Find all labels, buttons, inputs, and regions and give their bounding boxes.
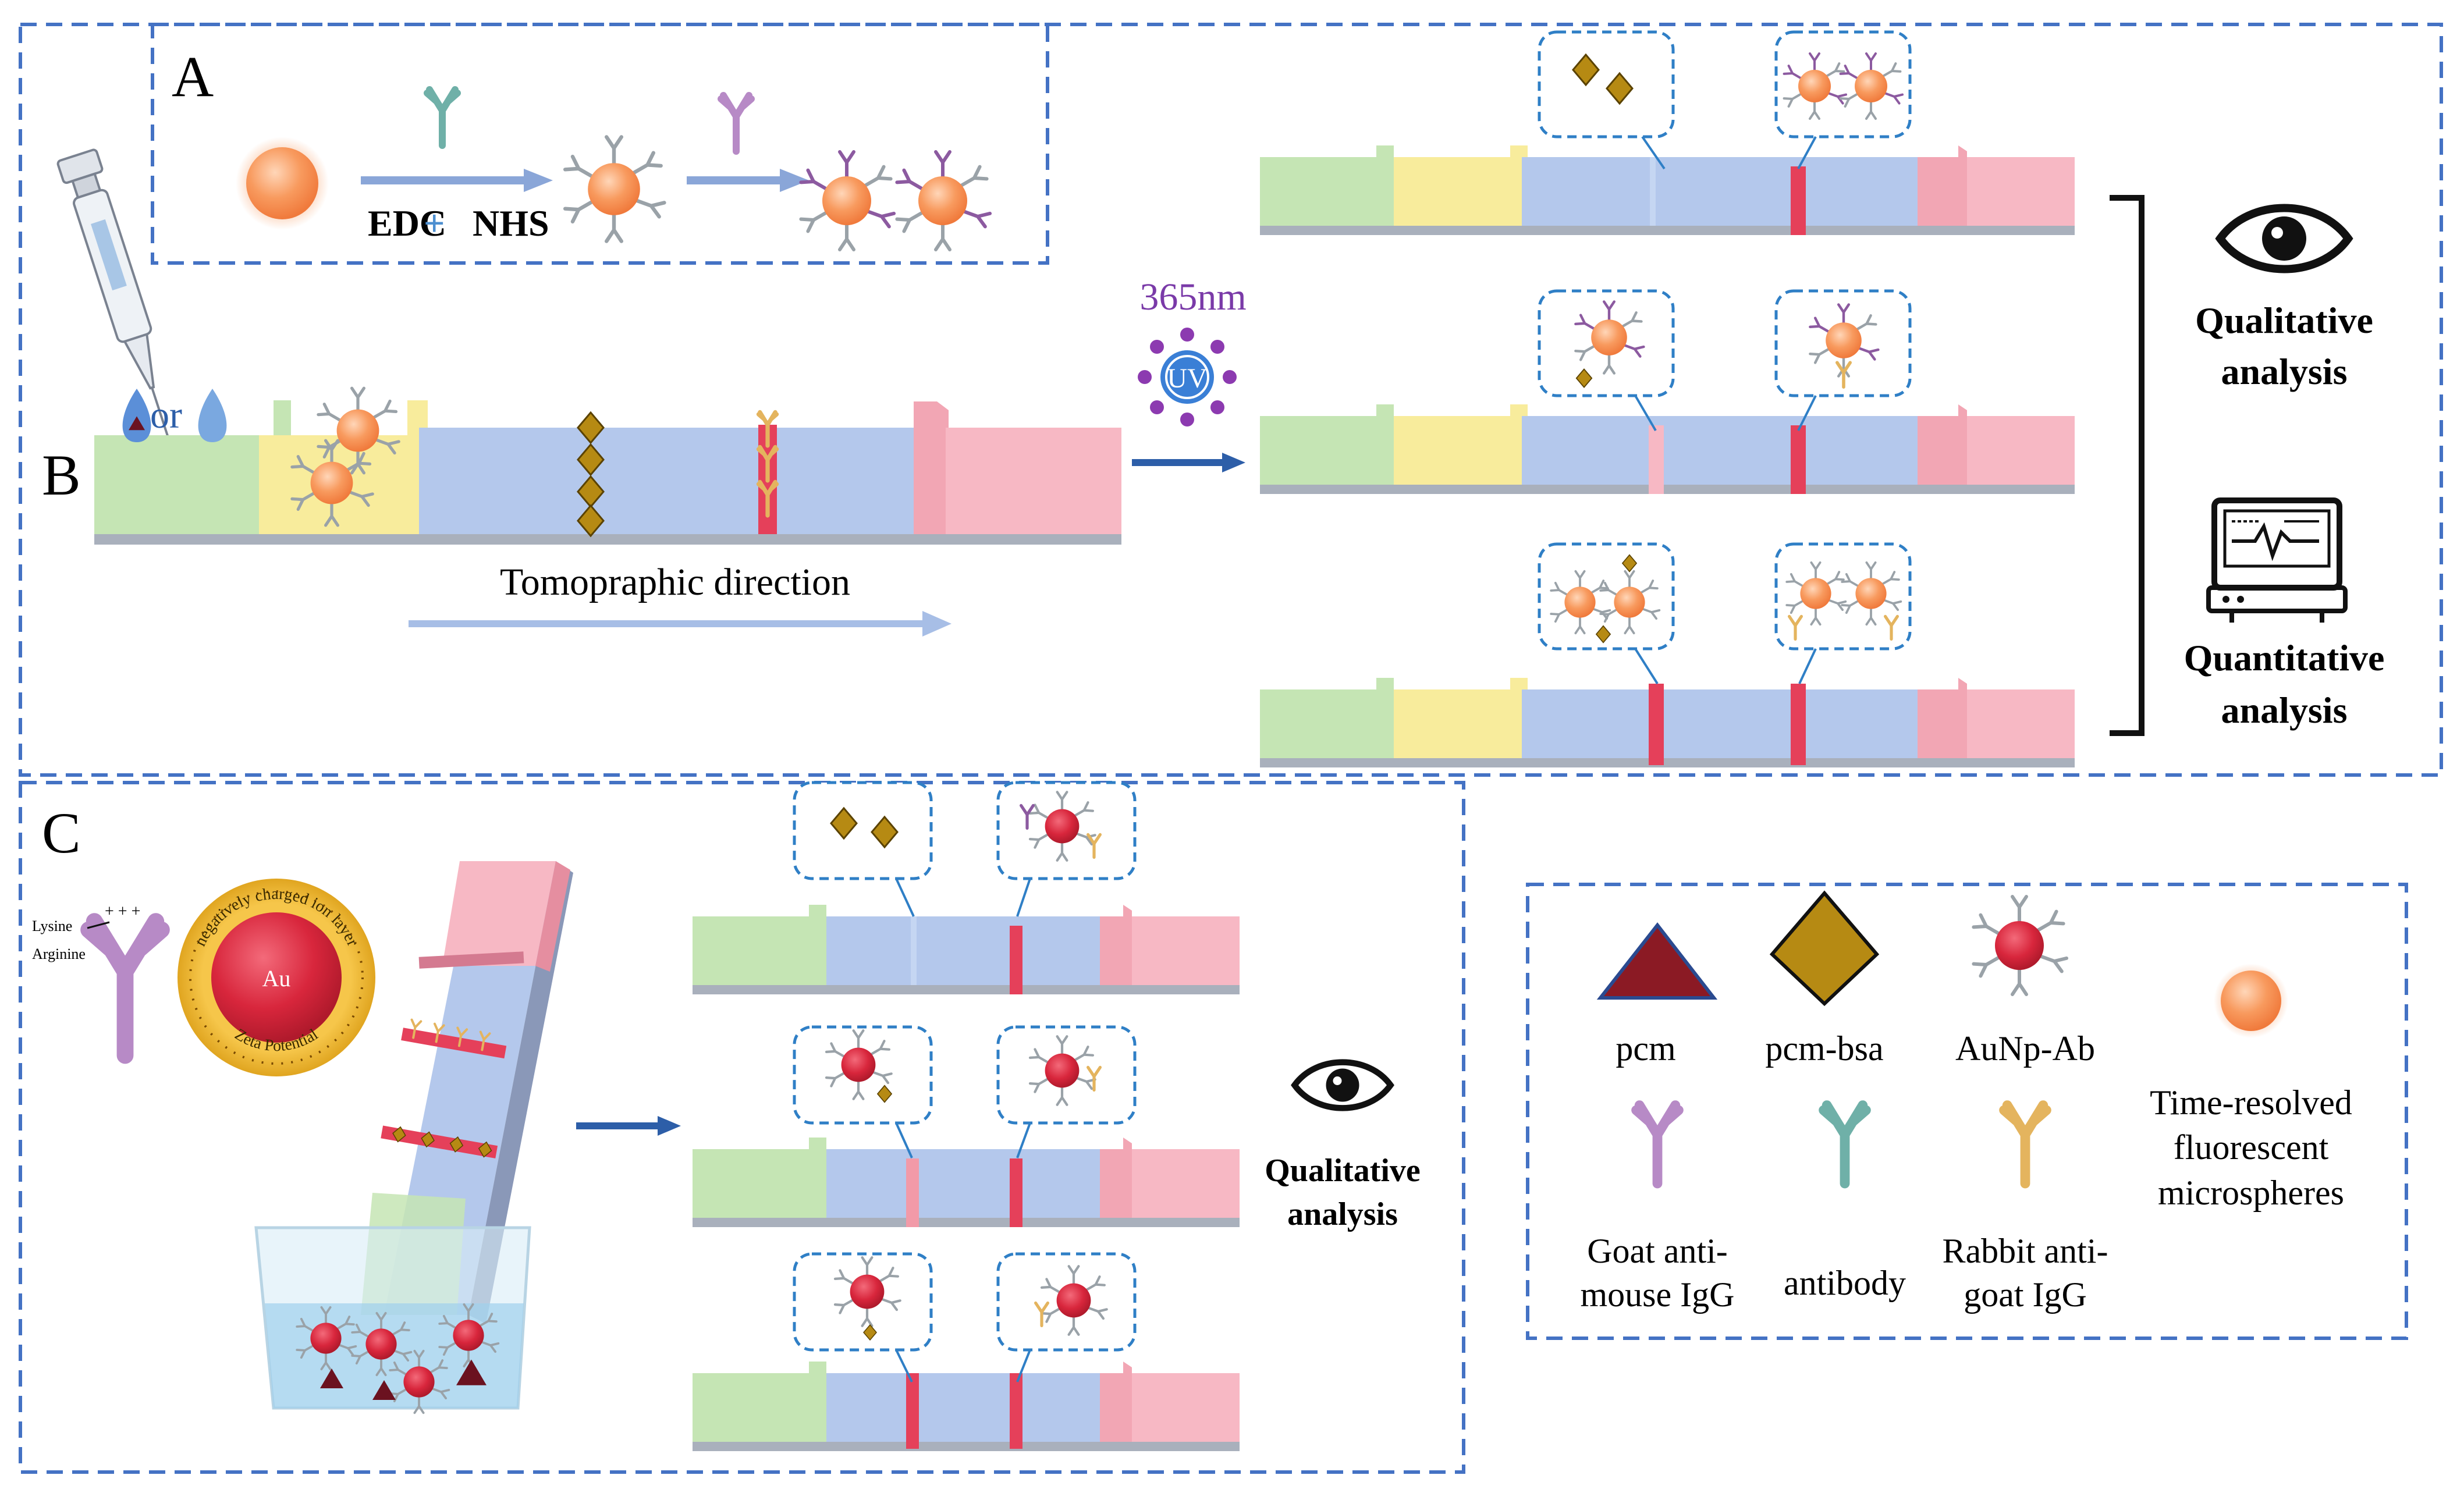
c-result-strip-1 [693,905,1240,994]
au-text: Au [262,965,291,991]
legend-pcm-bsa: pcm-bsa [1765,1029,1883,1068]
nhs-text: NHS [473,202,549,244]
antibody-icon [427,90,457,145]
legend-trfm-1: Time-resolved [2150,1083,2352,1122]
c-result-strip-2 [693,1138,1240,1227]
legend-microsphere-icon [2221,971,2281,1031]
panel-b-label: B [42,443,81,507]
legend-rabbit-1: Rabbit anti- [1943,1232,2108,1270]
drop-icon-1 [122,389,151,442]
legend-aunp: AuNp-Ab [1955,1029,2095,1068]
legend: pcm pcm-bsa AuNp-Ab Time-resolved fluore… [1581,890,2352,1314]
legend-rabbit-2: goat IgG [1964,1275,2087,1314]
control-line [758,412,777,534]
panel-c-label: C [42,801,81,865]
legend-aunp-icon [1973,897,2067,994]
au-nanoparticle-icon [177,879,375,1076]
callout-b-2b [1774,289,1912,431]
uv-lamp-icon [1138,328,1237,426]
callout-c-2b [996,1025,1137,1158]
direction-text: Tomopraphic direction [500,561,850,603]
plus-icon: + [424,202,445,244]
callout-c-3a [793,1252,933,1382]
qualitative-text-2: analysis [2221,351,2348,392]
callout-b-3a [1538,542,1675,685]
panel-a-label: A [172,44,214,109]
legend-goat-2: mouse IgG [1581,1275,1735,1314]
callout-b-1a [1538,30,1675,170]
drop-icon-2 [198,389,227,442]
callout-b-1b [1774,30,1912,169]
wavelength-text: 365nm [1139,276,1246,318]
conjugate-sphere-a3 [897,152,990,250]
legend-goat-1: Goat anti- [1587,1232,1728,1270]
frame-panel-a [151,23,1049,265]
legend-trfm-3: microspheres [2158,1174,2344,1212]
drop-or-text: or [150,394,182,436]
callout-c-3b [996,1252,1137,1382]
frame-panel-c [19,781,1465,1474]
callout-c-1a [793,781,933,917]
result-strip-3 [1260,678,2075,767]
legend-goat-icon [1636,1106,1679,1183]
callout-b-3b [1774,542,1912,684]
arginine-text: Arginine [32,946,86,962]
legend-trfm-2: fluorescent [2174,1128,2329,1167]
result-strip-2 [1260,404,2075,494]
quantitative-text-2: analysis [2221,689,2348,731]
microsphere-icon [246,147,318,219]
edc-text: EDC [368,202,446,244]
legend-antibody: antibody [1784,1264,1906,1302]
pipette-icon [56,148,171,443]
legend-antibody-icon [1824,1106,1866,1183]
c-qualitative-text-1: Qualitative [1265,1153,1421,1189]
eye-icon-c [1291,1059,1394,1111]
lysine-text: Lysine [32,918,72,934]
legend-pcm: pcm [1616,1029,1675,1068]
legend-rabbit-icon [2004,1106,2047,1183]
conjugate-sphere-a2 [801,152,894,250]
callout-b-2a [1538,289,1675,432]
antibody-lysine-icon [89,922,162,1055]
beaker-icon [254,1226,531,1410]
quantitative-text-1: Quantitative [2184,637,2385,678]
c-result-strip-3 [693,1362,1240,1451]
monitor-icon [2206,497,2348,623]
legend-diamond-icon [1769,890,1880,1007]
eye-icon [2215,204,2353,273]
result-strip-1 [1260,145,2075,235]
svg-text:+ + +: + + + [105,902,140,920]
qualitative-text-1: Qualitative [2195,300,2373,341]
conjugate-sphere-a [565,137,664,241]
callout-c-2a [793,1025,933,1158]
test-strip-main [94,400,1121,545]
legend-pcm-icon [1596,922,1718,1000]
frame-panel-b [19,23,2443,777]
c-qualitative-text-2: analysis [1287,1196,1398,1232]
goat-antibody-icon [721,95,751,151]
bracket [2110,195,2145,736]
uv-text: UV [1167,363,1208,394]
callout-c-1b [996,781,1137,917]
frame-legend [1526,883,2408,1340]
